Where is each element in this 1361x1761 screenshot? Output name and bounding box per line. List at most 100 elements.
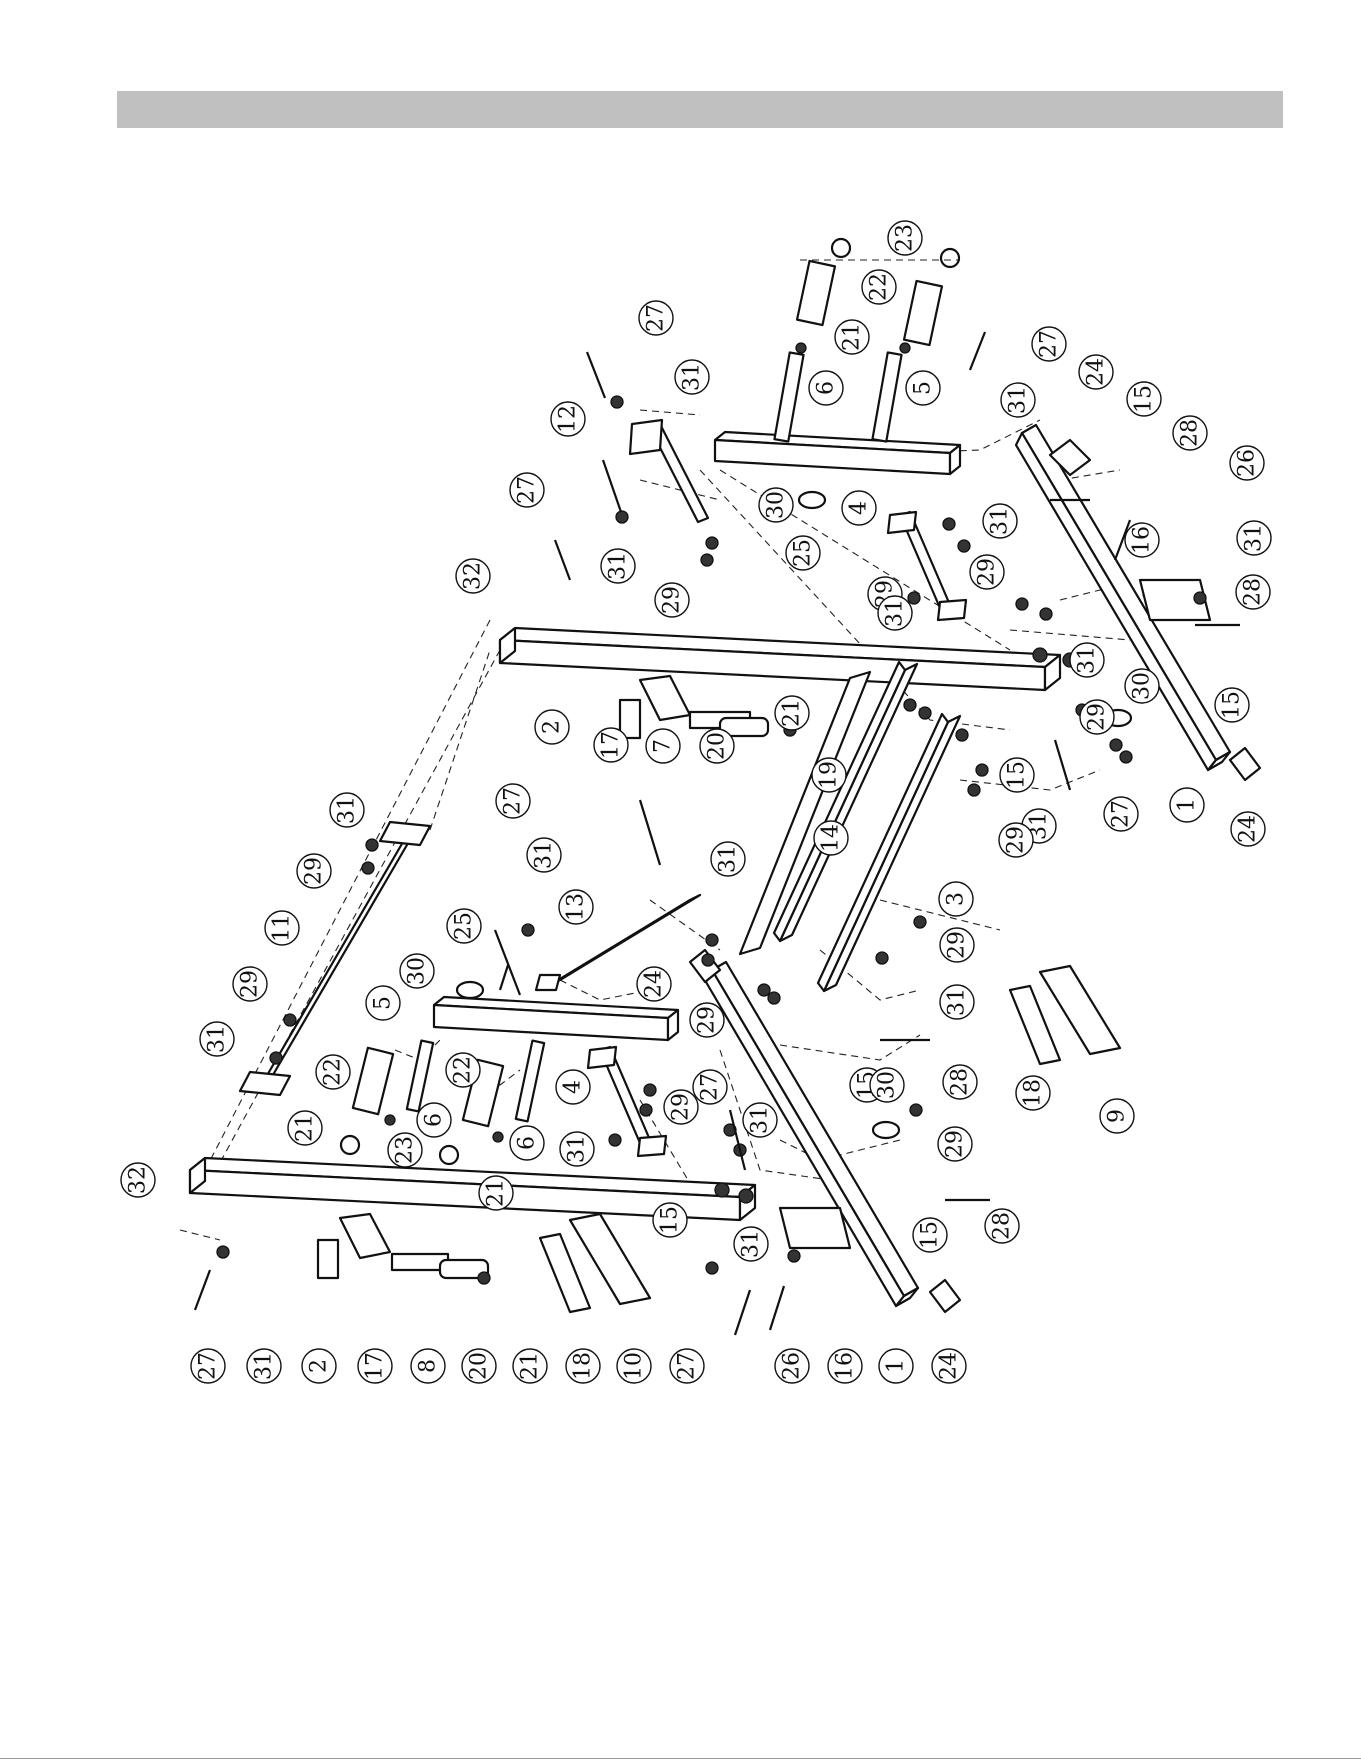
callout-number: 29: [302, 857, 327, 885]
callout-number: 15: [1220, 691, 1245, 719]
callout-24: 24: [932, 1349, 966, 1383]
callout-21: 21: [479, 1176, 513, 1210]
callout-29: 29: [655, 583, 689, 617]
callout-number: 18: [1021, 1079, 1046, 1107]
callout-31: 31: [560, 1132, 594, 1166]
callout-31: 31: [940, 985, 974, 1019]
callout-number: 27: [644, 304, 669, 332]
callout-15: 15: [1127, 382, 1161, 416]
callout-number: 15: [1005, 761, 1030, 789]
callout-number: 29: [1004, 826, 1029, 854]
callout-5: 5: [366, 986, 400, 1020]
callout-26: 26: [775, 1349, 809, 1383]
callout-15: 15: [653, 1203, 687, 1237]
arm-4-left: [588, 1047, 666, 1156]
callout-number: 8: [416, 1359, 441, 1373]
callout-6: 6: [510, 1126, 544, 1160]
callout-number: 31: [205, 1025, 230, 1053]
callout-27: 27: [191, 1349, 225, 1383]
callout-number: 22: [321, 1058, 346, 1086]
callout-28: 28: [1173, 416, 1207, 450]
callout-29: 29: [938, 1127, 972, 1161]
callout-29: 29: [940, 928, 974, 962]
callout-21: 21: [288, 1111, 322, 1145]
callout-21: 21: [513, 1349, 547, 1383]
callout-number: 30: [405, 957, 430, 985]
callout-29: 29: [1080, 700, 1114, 734]
callout-number: 5: [371, 996, 396, 1010]
callout-number: 6: [814, 381, 839, 395]
callout-number: 6: [422, 1113, 447, 1127]
callout-number: 31: [335, 796, 360, 824]
callout-number: 1: [884, 1359, 909, 1373]
callout-18: 18: [566, 1349, 600, 1383]
callout-31: 31: [601, 549, 635, 583]
safety-arm-9: [1010, 966, 1120, 1064]
callout-30: 30: [400, 954, 434, 988]
gusset-16-left: [780, 1208, 850, 1248]
callout-number: 25: [791, 539, 816, 567]
arm-12: [630, 420, 708, 522]
callout-32: 32: [456, 559, 490, 593]
callout-number: 29: [695, 1006, 720, 1034]
callout-number: 26: [780, 1352, 805, 1380]
callout-number: 6: [515, 1136, 540, 1150]
callout-number: 3: [944, 892, 969, 906]
callout-31: 31: [675, 360, 709, 394]
callout-2: 2: [535, 710, 569, 744]
callout-number: 29: [238, 970, 263, 998]
callout-number: 23: [393, 1136, 418, 1164]
callout-number: 24: [1084, 358, 1109, 386]
callout-number: 11: [270, 914, 295, 942]
callout-number: 16: [1130, 526, 1155, 554]
callout-24: 24: [637, 967, 671, 1001]
callout-27: 27: [496, 784, 530, 818]
callout-number: 28: [1178, 419, 1203, 447]
callout-number: 27: [515, 476, 540, 504]
callout-15: 15: [1000, 758, 1034, 792]
callout-1: 1: [1170, 788, 1204, 822]
callout-number: 22: [451, 1056, 476, 1084]
callout-10: 10: [617, 1349, 651, 1383]
callout-number: 26: [1235, 449, 1260, 477]
callout-9: 9: [1100, 1099, 1134, 1133]
callout-31: 31: [1070, 643, 1104, 677]
callout-21: 21: [775, 696, 809, 730]
page-bottom-rule: [0, 1758, 1361, 1759]
callout-number: 10: [622, 1352, 647, 1380]
callout-31: 31: [247, 1349, 281, 1383]
callout-number: 31: [532, 841, 557, 869]
callout-number: 32: [126, 1166, 151, 1194]
callout-number: 5: [911, 381, 936, 395]
callout-29: 29: [999, 823, 1033, 857]
callout-number: 20: [705, 732, 730, 760]
callout-number: 30: [1130, 672, 1155, 700]
callout-27: 27: [670, 1349, 704, 1383]
rear-cross-member-11: [240, 822, 430, 1095]
callout-number: 7: [651, 739, 676, 753]
callout-31: 31: [878, 596, 912, 630]
callout-7: 7: [646, 729, 680, 763]
callout-number: 28: [990, 1212, 1015, 1240]
callout-28: 28: [1236, 575, 1270, 609]
callout-31: 31: [983, 504, 1017, 538]
callout-27: 27: [1104, 797, 1138, 831]
callout-31: 31: [743, 1103, 777, 1137]
callout-number: 31: [883, 599, 908, 627]
upper-post-5-left: [434, 997, 678, 1040]
callout-number: 21: [780, 699, 805, 727]
callout-number: 13: [564, 893, 589, 921]
callout-number: 14: [819, 824, 844, 852]
callout-30: 30: [759, 488, 793, 522]
safety-arm-10: [540, 1214, 650, 1312]
callout-29: 29: [297, 854, 331, 888]
callout-29: 29: [970, 555, 1004, 589]
callout-24: 24: [1079, 355, 1113, 389]
callout-number: 27: [1109, 800, 1134, 828]
callout-17: 17: [358, 1349, 392, 1383]
callout-number: 31: [748, 1106, 773, 1134]
callout-number: 28: [948, 1068, 973, 1096]
callout-number: 24: [937, 1352, 962, 1380]
callout-number: 15: [918, 1221, 943, 1249]
